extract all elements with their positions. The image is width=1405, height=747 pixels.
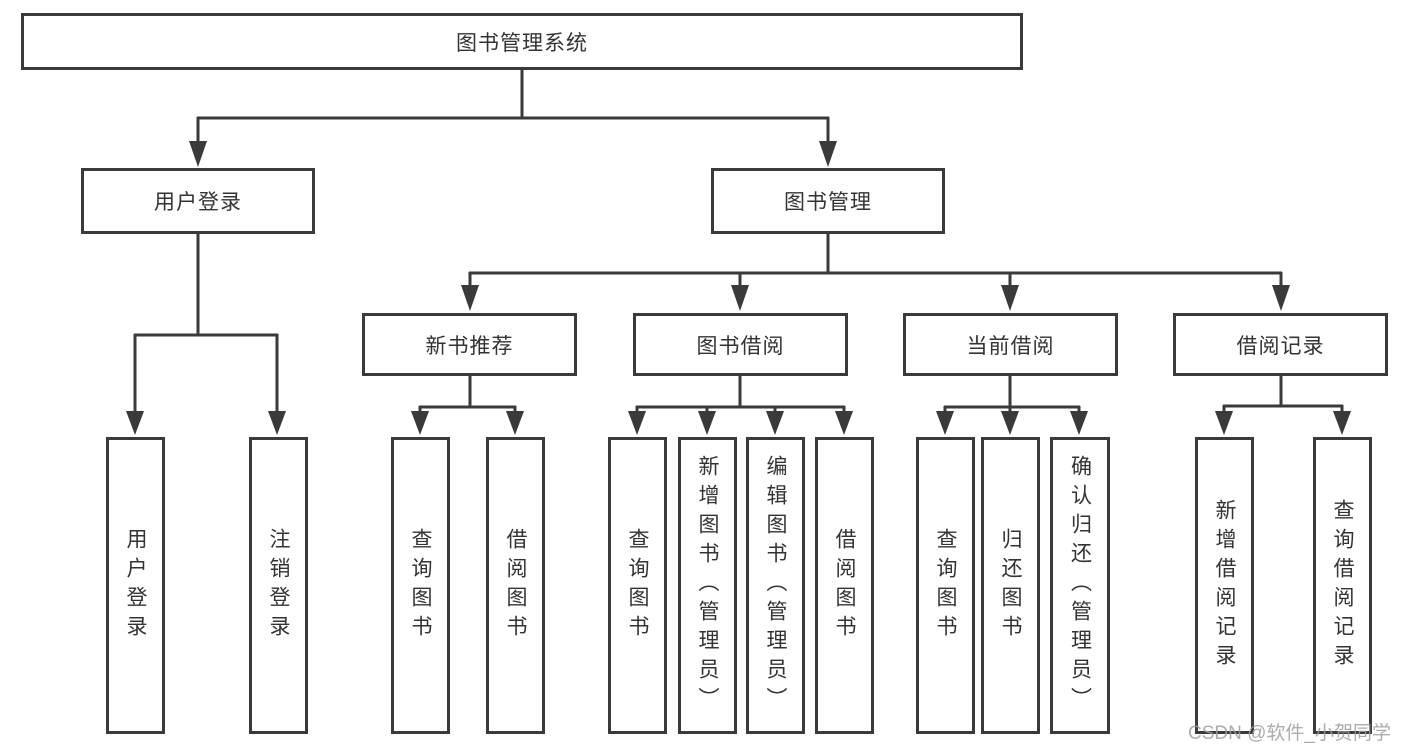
node-user-login-label: 用户登录: [154, 191, 242, 214]
leaf-logout-label: 注销登录: [267, 527, 290, 644]
leaf-add-borrow-record: 新增借阅记录: [1195, 437, 1254, 734]
leaf-add-borrow-record-label: 新增借阅记录: [1213, 498, 1236, 673]
node-book-management: 图书管理: [711, 168, 945, 234]
node-new-book-recommend: 新书推荐: [362, 313, 577, 376]
leaf-add-book-admin-label: 新增图书（管理员）: [696, 455, 719, 716]
leaf-borrow-books-recommend: 借阅图书: [486, 437, 545, 734]
leaf-query-books-borrow-label: 查询图书: [626, 527, 649, 644]
node-user-login: 用户登录: [81, 168, 315, 234]
leaf-confirm-return-admin-label: 确认归还（管理员）: [1068, 455, 1092, 716]
leaf-borrow-books-recommend-label: 借阅图书: [504, 527, 527, 644]
leaf-query-books-borrow: 查询图书: [608, 437, 667, 734]
node-book-management-label: 图书管理: [784, 191, 872, 214]
node-current-borrow-label: 当前借阅: [966, 334, 1055, 358]
leaf-query-borrow-record-label: 查询借阅记录: [1331, 498, 1354, 673]
leaf-query-books-current-label: 查询图书: [934, 527, 957, 644]
node-library-system: 图书管理系统: [21, 13, 1023, 70]
leaf-query-books-recommend-label: 查询图书: [409, 527, 432, 644]
leaf-return-book: 归还图书: [981, 437, 1040, 734]
node-new-book-recommend-label: 新书推荐: [425, 334, 514, 358]
leaf-confirm-return-admin: 确认归还（管理员）: [1050, 437, 1110, 734]
node-current-borrow: 当前借阅: [903, 313, 1118, 376]
leaf-borrow-books: 借阅图书: [815, 437, 874, 734]
leaf-edit-book-admin: 编辑图书（管理员）: [746, 437, 805, 734]
node-book-borrow: 图书借阅: [633, 313, 848, 376]
node-borrow-records: 借阅记录: [1173, 313, 1388, 376]
leaf-query-books-current: 查询图书: [916, 437, 975, 734]
node-library-system-label: 图书管理系统: [456, 31, 588, 55]
leaf-query-borrow-record: 查询借阅记录: [1313, 437, 1372, 734]
leaf-borrow-books-label: 借阅图书: [833, 527, 856, 644]
leaf-user-login: 用户登录: [106, 437, 165, 734]
leaf-return-book-label: 归还图书: [999, 527, 1022, 644]
leaf-user-login-label: 用户登录: [124, 527, 147, 644]
leaf-edit-book-admin-label: 编辑图书（管理员）: [764, 455, 787, 716]
leaf-add-book-admin: 新增图书（管理员）: [678, 437, 737, 734]
leaf-query-books-recommend: 查询图书: [391, 437, 450, 734]
node-borrow-records-label: 借阅记录: [1236, 334, 1325, 358]
node-book-borrow-label: 图书借阅: [696, 334, 785, 358]
connectors-group: [126, 69, 1351, 435]
leaf-logout: 注销登录: [249, 437, 308, 734]
